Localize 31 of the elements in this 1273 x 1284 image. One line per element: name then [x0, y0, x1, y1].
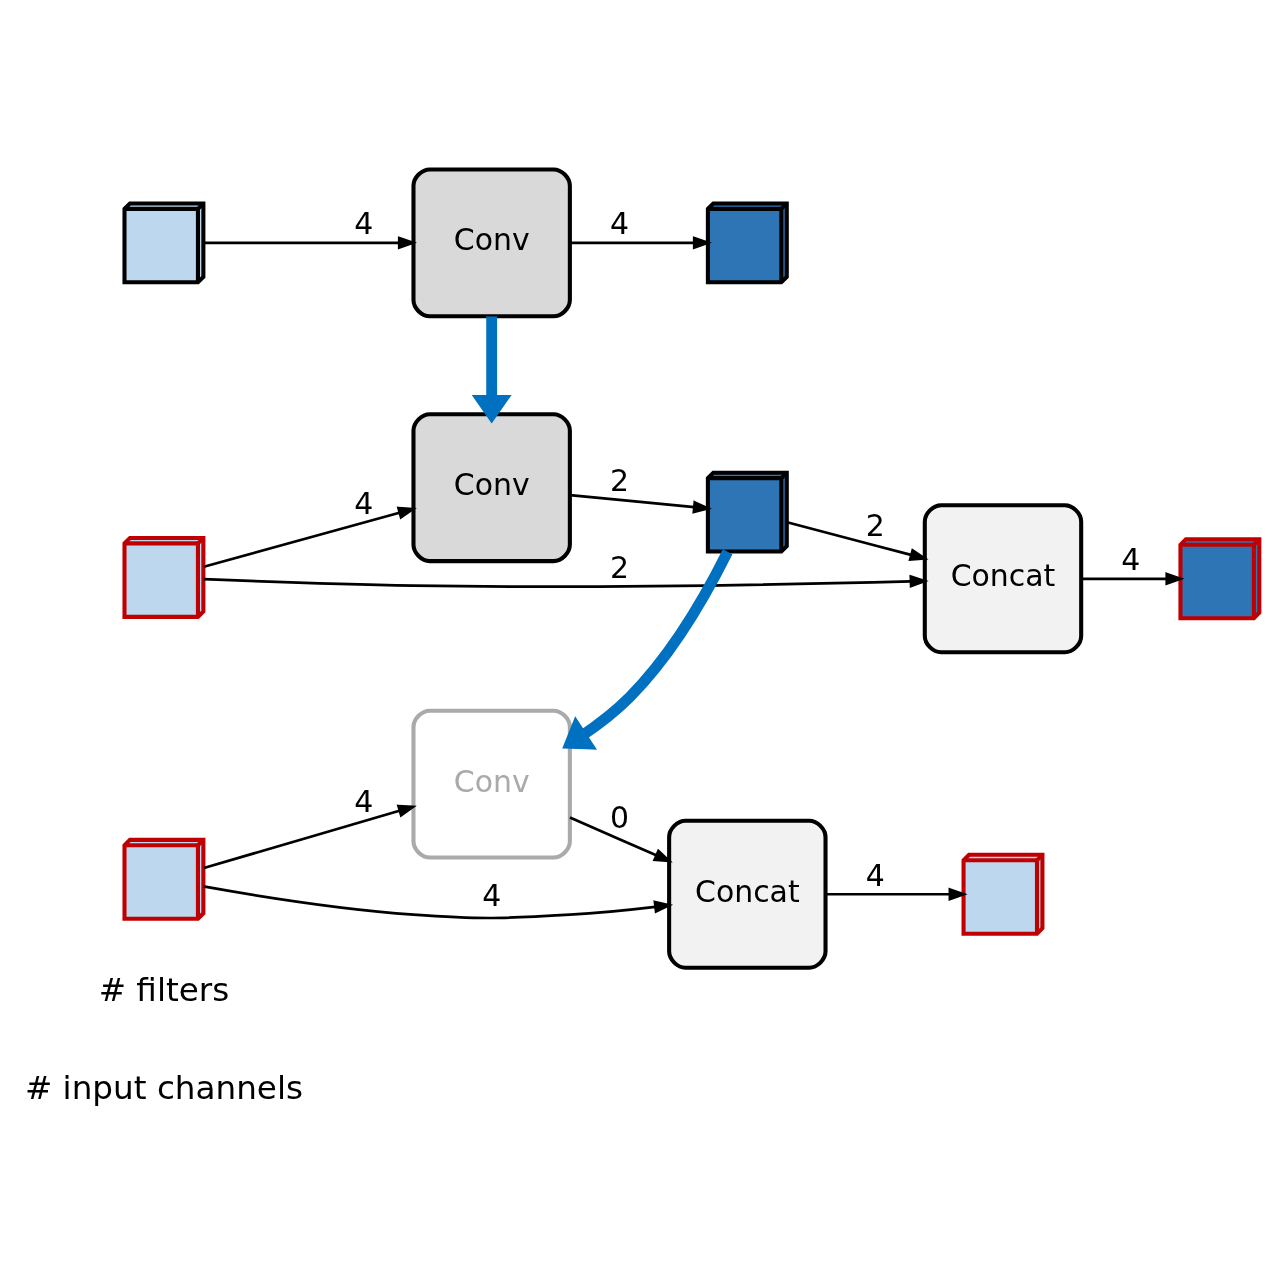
arrow	[203, 574, 929, 589]
arrow	[569, 236, 712, 250]
arrow	[203, 236, 417, 250]
label: # input channels	[24, 1068, 303, 1107]
edge-label: 4	[354, 486, 374, 522]
arrow	[471, 316, 512, 424]
arrow	[203, 804, 417, 870]
edge-label: 4	[865, 857, 885, 893]
edge-label: 4	[354, 784, 374, 820]
node-box: Concat	[922, 503, 1084, 655]
edge-label: 2	[609, 463, 630, 499]
arrow	[786, 520, 929, 562]
arrow	[825, 887, 968, 901]
edge-label: 4	[482, 877, 502, 913]
edge-label: 2	[609, 550, 630, 586]
node-box: Conv	[411, 708, 572, 860]
node-box: Conv	[411, 167, 572, 319]
edge-label: 0	[609, 800, 630, 836]
arrow	[203, 885, 674, 920]
arrow	[1081, 572, 1185, 586]
arrow	[569, 493, 712, 514]
node-box: Concat	[667, 818, 828, 970]
edge-label: 2	[865, 508, 885, 544]
node-box: Conv	[411, 412, 572, 564]
label: # filters	[98, 970, 230, 1009]
edge-label: 4	[354, 206, 374, 242]
arrow	[569, 816, 673, 863]
arrow	[562, 549, 733, 750]
edge-label: 4	[1121, 542, 1141, 578]
arrow	[203, 506, 417, 569]
edge-label: 4	[609, 206, 630, 242]
